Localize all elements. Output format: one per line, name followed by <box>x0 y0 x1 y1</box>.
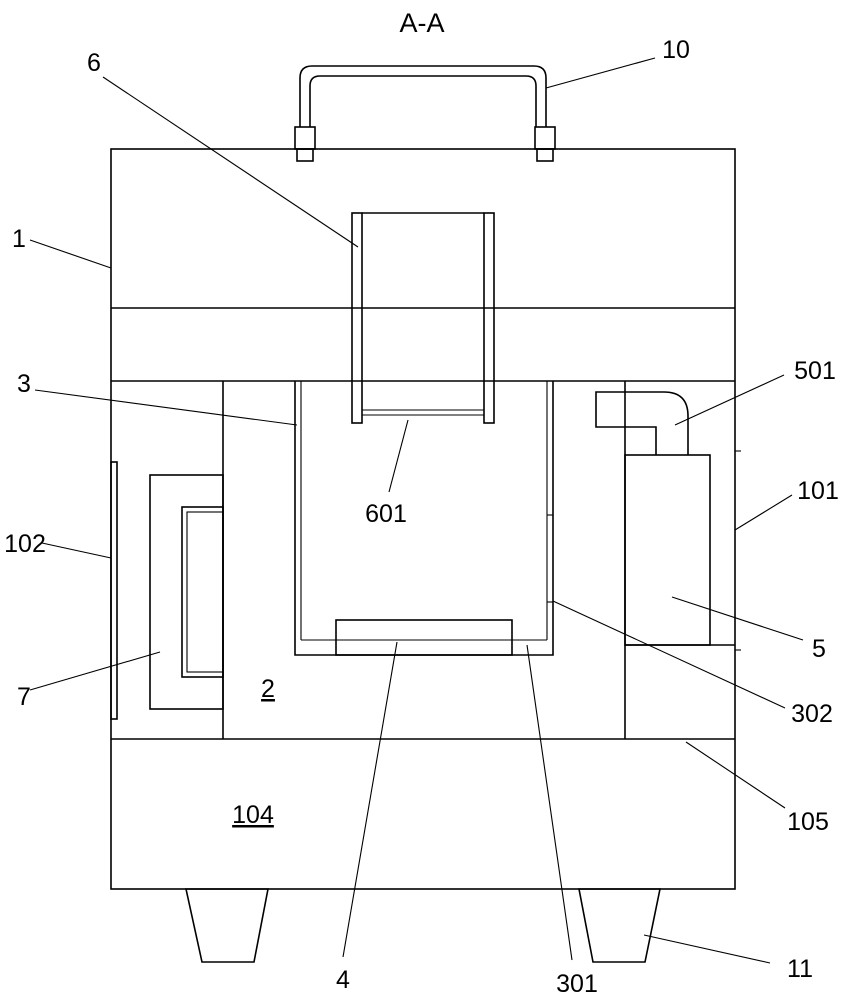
label-6: 6 <box>87 49 101 77</box>
interior-walls <box>222 381 735 739</box>
reference-labels: 6 10 1 3 501 101 601 102 5 7 2 302 104 1… <box>4 36 839 998</box>
label-2: 2 <box>261 675 275 703</box>
label-4: 4 <box>336 966 350 994</box>
label-7: 7 <box>17 683 31 711</box>
frame-7 <box>149 474 224 710</box>
label-105: 105 <box>787 808 829 836</box>
handle <box>294 65 556 162</box>
label-601: 601 <box>365 500 407 528</box>
side-panel-marks <box>735 450 741 651</box>
label-11: 11 <box>787 955 813 983</box>
label-1: 1 <box>12 225 26 253</box>
inner-container <box>294 381 554 656</box>
label-5: 5 <box>812 635 826 663</box>
housing <box>110 148 736 890</box>
label-102: 102 <box>4 530 46 558</box>
label-10: 10 <box>662 36 690 64</box>
label-101: 101 <box>797 477 839 505</box>
label-301: 301 <box>556 970 598 998</box>
door-panel <box>110 461 118 720</box>
component-5 <box>595 391 711 646</box>
label-3: 3 <box>17 370 31 398</box>
label-501: 501 <box>794 357 836 385</box>
section-title: A-A <box>399 8 444 38</box>
sleeve <box>351 212 495 424</box>
feet <box>185 888 661 963</box>
leader-lines <box>29 57 804 964</box>
label-302: 302 <box>791 700 833 728</box>
bottom-plate <box>335 619 513 656</box>
label-104: 104 <box>232 801 274 829</box>
